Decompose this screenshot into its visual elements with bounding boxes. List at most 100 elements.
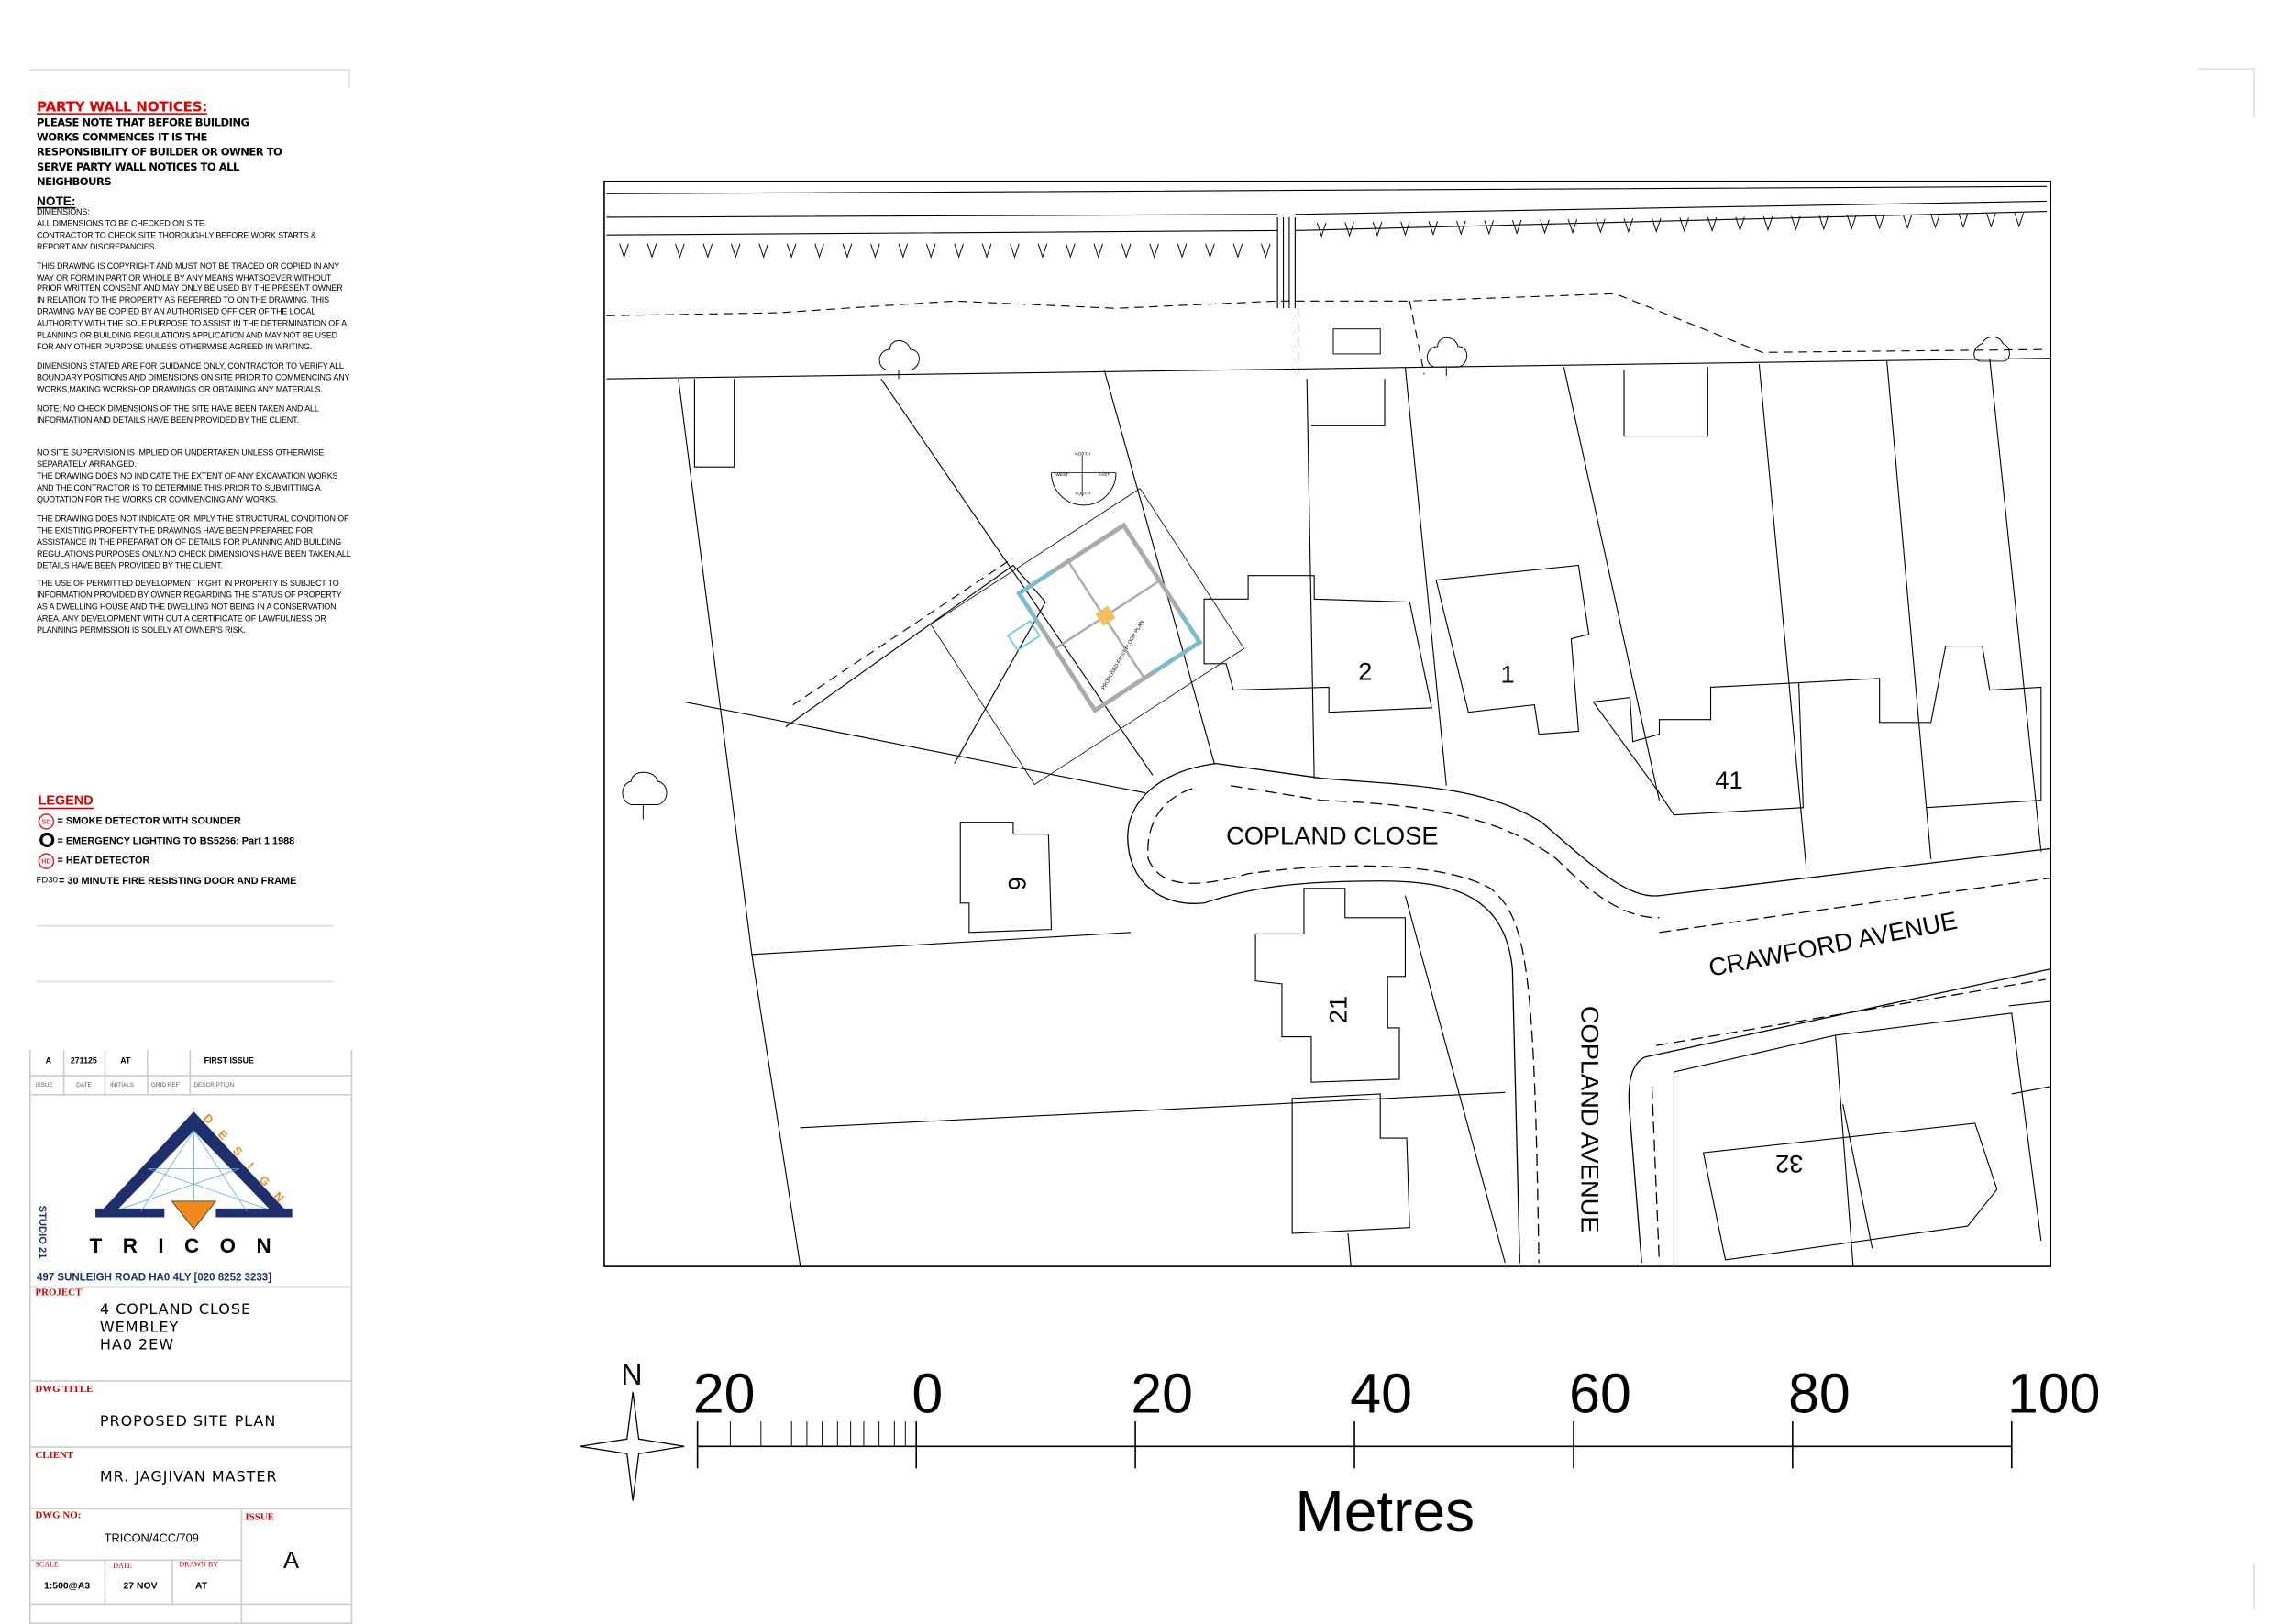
note-paragraph: THIS DRAWING IS COPYRIGHT AND MUST NOT B… <box>37 262 347 353</box>
fence-tick <box>702 243 713 259</box>
emergency-light-icon <box>35 833 57 850</box>
header-date: DATE <box>76 1080 92 1088</box>
notes-panel: PARTY WALL NOTICES: PLEASE NOTE THAT BEF… <box>37 100 351 646</box>
fence-tick <box>954 243 964 259</box>
legend-item: HD = HEAT DETECTOR <box>35 852 352 872</box>
fence-tick <box>1986 213 1996 228</box>
legend-item: SD = SMOKE DETECTOR WITH SOUNDER <box>35 812 352 833</box>
house-number: 32 <box>1775 1150 1803 1178</box>
dwg-no-label: DWG NO: <box>35 1510 82 1521</box>
fence-tick <box>758 243 768 259</box>
fence-tick <box>1930 214 1940 229</box>
fence-tick <box>1846 215 1857 230</box>
date-label: DATE <box>113 1563 132 1572</box>
note-paragraph: DIMENSIONS: ALL DIMENSIONS TO BE CHECKED… <box>37 208 316 252</box>
party-wall-title: PARTY WALL NOTICES: <box>37 99 208 116</box>
fence-tick <box>1037 243 1048 259</box>
fence-tick <box>925 243 936 259</box>
rev-date: 271125 <box>70 1056 97 1066</box>
drawn-by-value: AT <box>194 1581 208 1592</box>
issue-value: A <box>283 1549 300 1574</box>
dwg-title-label: DWG TITLE <box>35 1385 94 1396</box>
fence-tick <box>646 243 657 259</box>
rev-initials: AT <box>120 1056 131 1066</box>
dashed-boundaries <box>606 293 2048 706</box>
proposed-first-floor-plan <box>930 488 1245 786</box>
fence-tick <box>1567 219 1578 235</box>
map-linework <box>606 185 2050 1266</box>
fence-tick <box>842 243 853 259</box>
road-edges <box>1127 763 2050 1264</box>
house-number: 6 <box>1003 877 1032 890</box>
fence-tick <box>1735 216 1745 232</box>
fence-tick <box>1679 217 1689 233</box>
note-paragraph: DIMENSIONS STATED ARE FOR GUIDANCE ONLY,… <box>37 362 350 395</box>
road-label-copland-close: COPLAND CLOSE <box>1226 822 1438 850</box>
note-paragraph: NOTE: NO CHECK DIMENSIONS OF THE SITE HA… <box>37 404 319 425</box>
party-wall-body: PLEASE NOTE THAT BEFORE BUILDING WORKS C… <box>37 116 282 188</box>
header-grid-ref: GRID REF <box>150 1080 180 1088</box>
fence-tick <box>898 243 909 259</box>
scale-label: 20 <box>693 1362 756 1424</box>
house-number: 1 <box>1501 660 1515 689</box>
svg-text:N: N <box>621 1358 642 1391</box>
fence-tick <box>1511 219 1522 235</box>
fence-tick <box>1791 215 1801 231</box>
fence-tick <box>675 243 685 259</box>
scale-label: 100 <box>2007 1362 2101 1424</box>
fence-tick <box>1902 214 1913 229</box>
legend-item: FD30 = 30 MINUTE FIRE RESISTING DOOR AND… <box>36 876 297 887</box>
road-labels: COPLAND CLOSE CRAWFORD AVENUE COPLAND AV… <box>1226 822 1960 1233</box>
fence-tick <box>1762 216 1773 232</box>
fire-door-symbol: FD30 <box>36 877 58 886</box>
dwg-title: PROPOSED SITE PLAN <box>99 1414 277 1431</box>
scale-value: 1:500@A3 <box>44 1581 91 1592</box>
road-label-copland-avenue: COPLAND AVENUE <box>1576 1006 1605 1233</box>
drawn-by-label: DRAWN BY <box>179 1562 219 1570</box>
smoke-detector-icon: SD <box>35 813 57 831</box>
project-label: PROJECT <box>35 1287 83 1298</box>
compass-rose: NORTH SOUTH EAST WEST <box>1051 451 1117 506</box>
note-paragraph: NO SITE SUPERVISION IS IMPLIED OR UNDERT… <box>37 449 338 505</box>
fence-tick <box>619 243 629 259</box>
divider <box>37 924 334 927</box>
fence-tick <box>1428 221 1439 237</box>
fence-tick <box>1958 214 1969 229</box>
fence-tick <box>1344 222 1354 238</box>
fence-tick <box>814 243 824 259</box>
divider <box>29 69 350 71</box>
fence-tick <box>1066 243 1076 259</box>
fence-tick <box>1205 243 1215 259</box>
road-label-crawford-avenue: CRAWFORD AVENUE <box>1707 906 1960 982</box>
studio-label: STUDIO 21 <box>37 1206 48 1259</box>
note-paragraph: THE DRAWING DOES NOT INDICATE OR IMPLY T… <box>37 514 351 571</box>
logo-word: TRICON <box>90 1234 292 1257</box>
scale-label: 40 <box>1350 1362 1412 1424</box>
client-name: MR. JAGJIVAN MASTER <box>99 1469 278 1486</box>
tree-icon <box>622 328 2010 820</box>
heat-detector-icon: HD <box>35 853 57 870</box>
svg-text:EAST: EAST <box>1099 472 1110 478</box>
header-initials: INITIALS <box>110 1080 135 1088</box>
scale-bar <box>696 1421 2013 1469</box>
legend: LEGEND SD = SMOKE DETECTOR WITH SOUNDER … <box>36 786 353 891</box>
fence-tick <box>1623 218 1634 234</box>
fence-tick <box>1456 220 1466 236</box>
fence-tick <box>1818 215 1829 231</box>
fence-tick <box>730 243 741 259</box>
client-label: CLIENT <box>35 1451 74 1462</box>
house-number: 2 <box>1358 657 1372 685</box>
fence-tick <box>1372 221 1383 238</box>
note-paragraph: THE USE OF PERMITTED DEVELOPMENT RIGHT I… <box>37 580 342 636</box>
legend-heading: LEGEND <box>38 792 94 810</box>
fence-tick <box>1596 218 1606 234</box>
fence-tick <box>1400 221 1410 237</box>
rev-issue: A <box>45 1056 52 1066</box>
fence-tick <box>870 243 880 259</box>
fence-tick <box>1261 243 1271 259</box>
rev-description: FIRST ISSUE <box>204 1056 254 1066</box>
